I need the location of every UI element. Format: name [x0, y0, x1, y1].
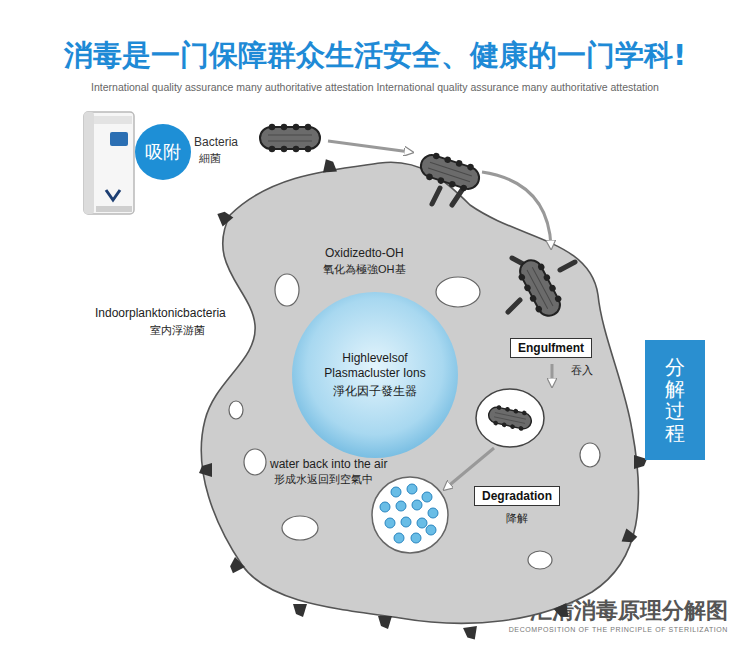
purifier-body: [84, 112, 134, 214]
bacterium: [260, 124, 320, 152]
title: 消毒是一门保障群众生活安全、健康的一门学科!: [0, 36, 750, 76]
oxidize-label: Oxidizedto-OH: [325, 246, 404, 260]
purifier-display: [110, 132, 128, 146]
degrade-label: Degradation: [482, 489, 552, 503]
bacteria-label-cn: 細菌: [199, 151, 221, 166]
purifier-side: [84, 112, 94, 214]
engulf-label-cn: 吞入: [571, 363, 593, 378]
water-label-cn: 形成水返回到空氣中: [274, 472, 373, 487]
bacterium: [487, 404, 534, 433]
degraded-particles: [372, 477, 448, 553]
water-label: water back into the air: [270, 457, 387, 471]
cell-label-cn: 室内浮游菌: [150, 323, 205, 338]
ion-generator-circle: Highlevelsof Plasmacluster Ions 淨化因子發生器: [292, 292, 458, 458]
cell-outline: [201, 162, 638, 623]
ion-label-cn: 淨化因子發生器: [333, 383, 417, 400]
engulf-label: Engulfment: [518, 341, 584, 355]
vacuole: [476, 389, 544, 447]
cell-arm: [432, 188, 462, 205]
bacterium: [513, 255, 566, 321]
degrade-box: Degradation降解: [474, 486, 560, 506]
bacterium: [417, 149, 483, 195]
adsorb-circle: 吸附: [135, 124, 191, 180]
cell-label: Indoorplanktonicbacteria: [95, 306, 226, 320]
adsorb-label: 吸附: [145, 140, 181, 164]
process-label: 分解过程: [665, 356, 685, 444]
subtitle: International quality assurance many aut…: [0, 81, 750, 93]
cell-blob: Indoorplanktonicbacteria室内浮游菌Oxidizedto-…: [195, 158, 650, 633]
degrade-label-cn: 降解: [506, 511, 528, 526]
engulf-box: Engulfment吞入: [510, 338, 592, 358]
purifier-base: [96, 206, 132, 212]
ion-label: Highlevelsof Plasmacluster Ions: [310, 351, 440, 381]
cell-feet: [199, 158, 647, 640]
oxidize-label-cn: 氧化為極強OH基: [323, 262, 406, 277]
purifier-logo: [106, 190, 120, 200]
purifier-top: [94, 116, 132, 124]
bacteria-label: Bacteria: [194, 135, 238, 149]
process-band: 分解过程: [645, 340, 705, 460]
caption-en: DECOMPOSITION OF THE PRINCIPLE OF STERIL…: [509, 626, 728, 633]
cell-vacuoles: [229, 274, 600, 569]
